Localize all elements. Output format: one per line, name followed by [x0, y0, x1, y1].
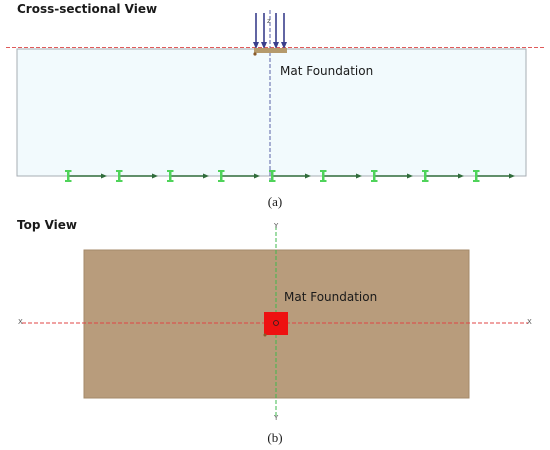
- soil-domain: [16, 48, 527, 177]
- applied-load-arrows: [253, 13, 287, 49]
- y-axis-label-bottom: Y: [274, 414, 279, 422]
- boundary-support-9: [473, 170, 515, 182]
- boundary-support-6: [320, 170, 362, 182]
- top-view-title: Top View: [17, 218, 78, 232]
- caption-a: (a): [267, 194, 283, 209]
- boundary-support-7: [371, 170, 413, 182]
- boundary-support-3: [167, 170, 209, 182]
- boundary-support-1: [65, 170, 107, 182]
- y-axis-label-top: Y: [274, 222, 279, 230]
- cross-section-title: Cross-sectional View: [17, 2, 158, 16]
- x-axis-label-right: X: [527, 318, 532, 326]
- z-axis-label: z: [267, 17, 271, 25]
- footing-node: [253, 52, 257, 56]
- boundary-support-5: [269, 170, 311, 182]
- caption-b: (b): [267, 430, 283, 445]
- mat-foundation-section: [254, 48, 287, 53]
- x-axis-label-left: X: [18, 318, 23, 326]
- bottom-boundary-supports: [65, 170, 515, 182]
- boundary-support-2: [116, 170, 158, 182]
- boundary-support-8: [422, 170, 464, 182]
- mat-foundation-label-top: Mat Foundation: [284, 290, 378, 304]
- mat-foundation-label-cross: Mat Foundation: [280, 64, 374, 78]
- boundary-support-4: [218, 170, 260, 182]
